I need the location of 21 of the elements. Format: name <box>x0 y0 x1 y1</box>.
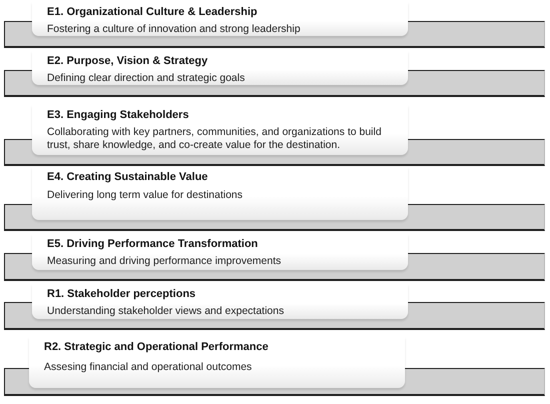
section-card <box>32 2 408 36</box>
section-card <box>29 337 405 388</box>
section-card <box>32 51 408 85</box>
section-description: Delivering long term value for destinations <box>47 189 243 202</box>
section-card <box>32 105 408 155</box>
section-card <box>32 234 408 270</box>
section-description: Defining clear direction and strategic goals <box>47 72 245 84</box>
section-heading: R1. Stakeholder perceptions <box>47 288 196 301</box>
section-heading: R2. Strategic and Operational Performance <box>44 341 268 354</box>
section-heading: E2. Purpose, Vision & Strategy <box>47 55 208 68</box>
section-card <box>32 167 408 220</box>
section-description: Assesing financial and operational outcomes <box>44 361 252 374</box>
section-heading: E5. Driving Performance Transformation <box>47 238 258 251</box>
section-description: Understanding stakeholder views and expectations <box>47 305 284 318</box>
section-description: Collaborating with key partners, communities, and organizations to build trust, share knowledge, and co-create value for the destination. <box>47 126 382 151</box>
section-description: Fostering a culture of innovation and strong leadership <box>47 23 300 36</box>
section-description: Measuring and driving performance improvements <box>47 255 282 268</box>
section-card <box>32 284 408 319</box>
section-heading: E4. Creating Sustainable Value <box>47 171 208 184</box>
section-heading: E1. Organizational Culture & Leadership <box>47 6 258 19</box>
section-heading: E3. Engaging Stakeholders <box>47 109 189 122</box>
